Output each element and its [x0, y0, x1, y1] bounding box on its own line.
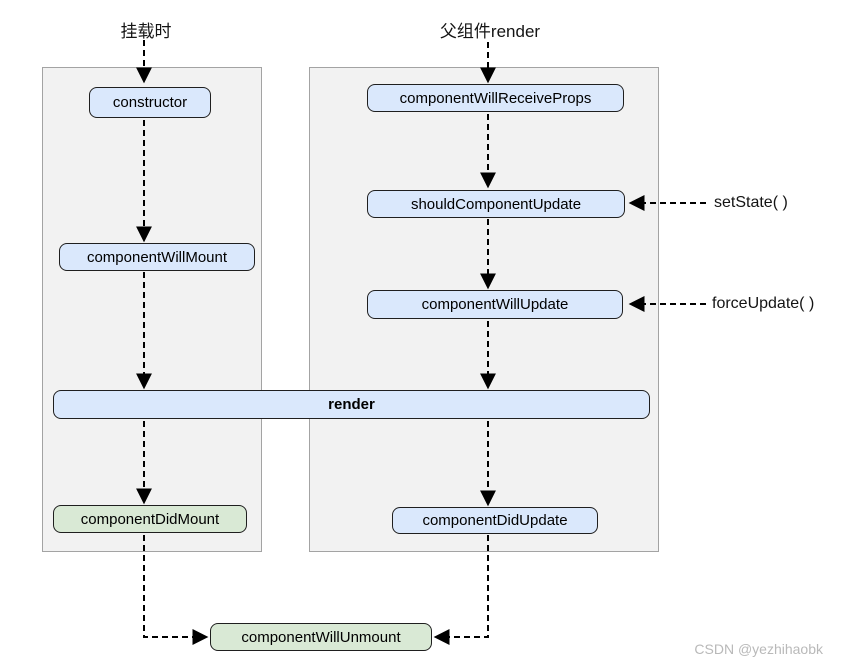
node-render: render [53, 390, 650, 419]
node-component-will-unmount: componentWillUnmount [210, 623, 432, 651]
node-component-will-mount: componentWillMount [59, 243, 255, 271]
arrow-didmount-to-willunmount [143, 535, 209, 645]
node-component-did-update: componentDidUpdate [392, 507, 598, 534]
node-component-will-receive-props: componentWillReceiveProps [367, 84, 624, 112]
node-component-did-mount: componentDidMount [53, 505, 247, 533]
setstate-label: setState( ) [714, 194, 788, 211]
parent-render-title: 父组件render [439, 22, 541, 41]
node-component-will-update: componentWillUpdate [367, 290, 623, 319]
node-should-component-update: shouldComponentUpdate [367, 190, 625, 218]
forceupdate-label: forceUpdate( ) [712, 295, 815, 312]
mount-phase-title: 挂载时 [120, 22, 172, 41]
watermark: CSDN @yezhihaobk [694, 641, 823, 657]
node-constructor: constructor [89, 87, 211, 118]
arrow-didupdate-to-willunmount [433, 535, 489, 645]
mount-phase-panel [42, 67, 262, 552]
